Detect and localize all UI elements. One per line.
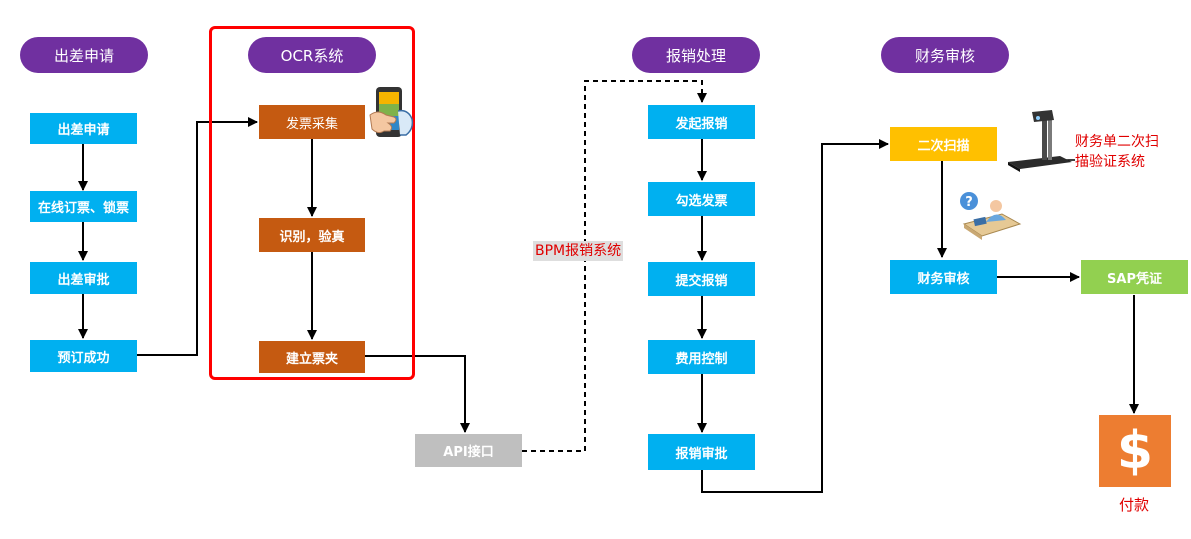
step-label: 出差审批 [57,272,110,288]
step-label: 建立票夹 [285,351,338,367]
scanner-note-line1: 财务单二次扫 [1075,134,1159,150]
step-label: 费用控制 [675,351,728,367]
arrow-folder-to-api [365,355,470,433]
payment-dollar-icon: $ [1099,415,1171,487]
step-sap-voucher[interactable]: SAP凭证 [1081,260,1188,294]
header-reimbursement-label: 报销处理 [665,46,726,65]
finance-clerk-icon: ? [960,192,1022,240]
dollar-symbol: $ [1116,421,1154,481]
step-label: 预订成功 [57,350,110,366]
step-book-ticket[interactable]: 在线订票、锁票 [30,191,137,222]
payment-label-text: 付款 [1119,496,1150,514]
dashed-api-to-bpm [522,80,707,452]
step-create-folder[interactable]: 建立票夹 [259,341,365,373]
phone-scan-icon [369,87,414,137]
bpm-label-text: BPM报销系统 [535,243,622,259]
step-label: 出差申请 [57,123,110,138]
step-second-scan[interactable]: 二次扫描 [890,127,997,161]
svg-text:?: ? [965,195,973,210]
header-travel-request-label: 出差申请 [53,46,114,65]
api-label: API接口 [443,445,494,460]
step-finance-review[interactable]: 财务审核 [890,260,997,294]
step-label: 识别，验真 [279,229,345,245]
step-cost-control[interactable]: 费用控制 [648,340,755,374]
step-label: 提交报销 [675,273,728,289]
step-label: 在线订票、锁票 [37,201,129,216]
step-label: 发票采集 [285,116,338,132]
header-ocr-system: OCR系统 [248,37,376,73]
step-travel-approval[interactable]: 出差审批 [30,262,137,294]
scanner-note: 财务单二次扫 描验证系统 [1075,132,1159,172]
step-travel-apply[interactable]: 出差申请 [30,113,137,144]
header-finance-review: 财务审核 [881,37,1009,73]
step-label: 发起报销 [675,116,728,132]
header-finance-review-label: 财务审核 [914,46,975,65]
header-travel-request: 出差申请 [20,37,148,73]
step-reimbursement-approval[interactable]: 报销审批 [648,434,755,470]
scanner-note-line2: 描验证系统 [1075,154,1145,170]
step-select-invoice[interactable]: 勾选发票 [648,182,755,216]
step-label: 报销审批 [675,446,728,462]
step-start-reimbursement[interactable]: 发起报销 [648,105,755,139]
api-interface[interactable]: API接口 [415,434,522,467]
bpm-system-label: BPM报销系统 [533,241,624,261]
document-scanner-icon [1008,110,1072,172]
ocr-highlight-frame [209,26,415,380]
payment-label: 付款 [1119,494,1149,515]
step-label: 勾选发票 [675,193,728,209]
step-submit-reimbursement[interactable]: 提交报销 [648,262,755,296]
step-booking-success[interactable]: 预订成功 [30,340,137,372]
arrow-booking-to-ocr [137,117,258,356]
step-recognize-verify[interactable]: 识别，验真 [259,218,365,252]
step-label: 二次扫描 [917,138,970,154]
header-reimbursement: 报销处理 [632,37,760,73]
step-invoice-collect[interactable]: 发票采集 [259,105,365,139]
header-ocr-system-label: OCR系统 [280,46,344,65]
step-label: 财务审核 [917,271,970,287]
step-label: SAP凭证 [1107,271,1162,287]
arrow-approval-to-scan [701,139,889,493]
